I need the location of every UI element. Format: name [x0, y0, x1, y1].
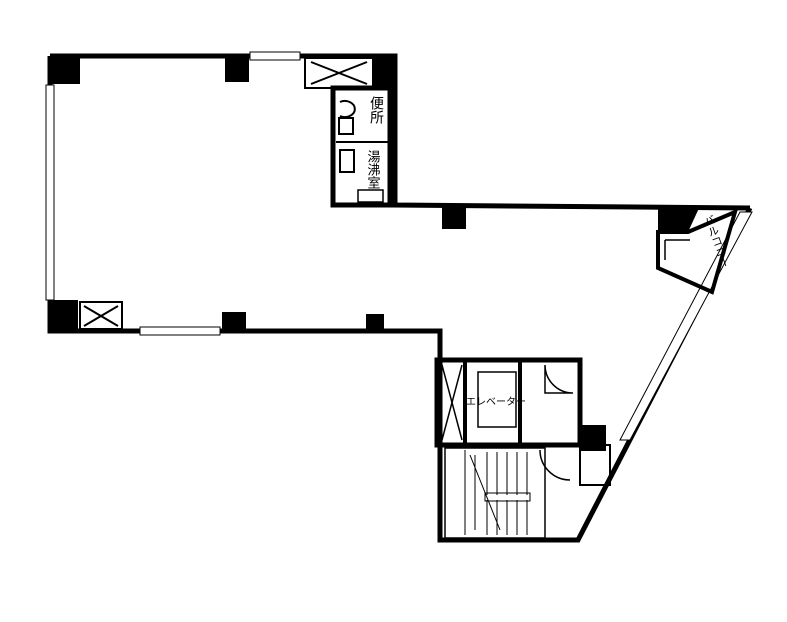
columns — [50, 56, 700, 451]
balcony — [656, 208, 739, 295]
wet-area — [330, 85, 393, 208]
kitchenette-label: 湯沸室 — [365, 150, 381, 189]
pipe-shafts — [79, 57, 374, 330]
outer-walls — [47, 53, 753, 543]
toilet-label: 便所 — [368, 96, 384, 124]
windows — [45, 51, 753, 441]
core — [434, 357, 611, 539]
elevator-label: エレベーター — [466, 396, 526, 408]
